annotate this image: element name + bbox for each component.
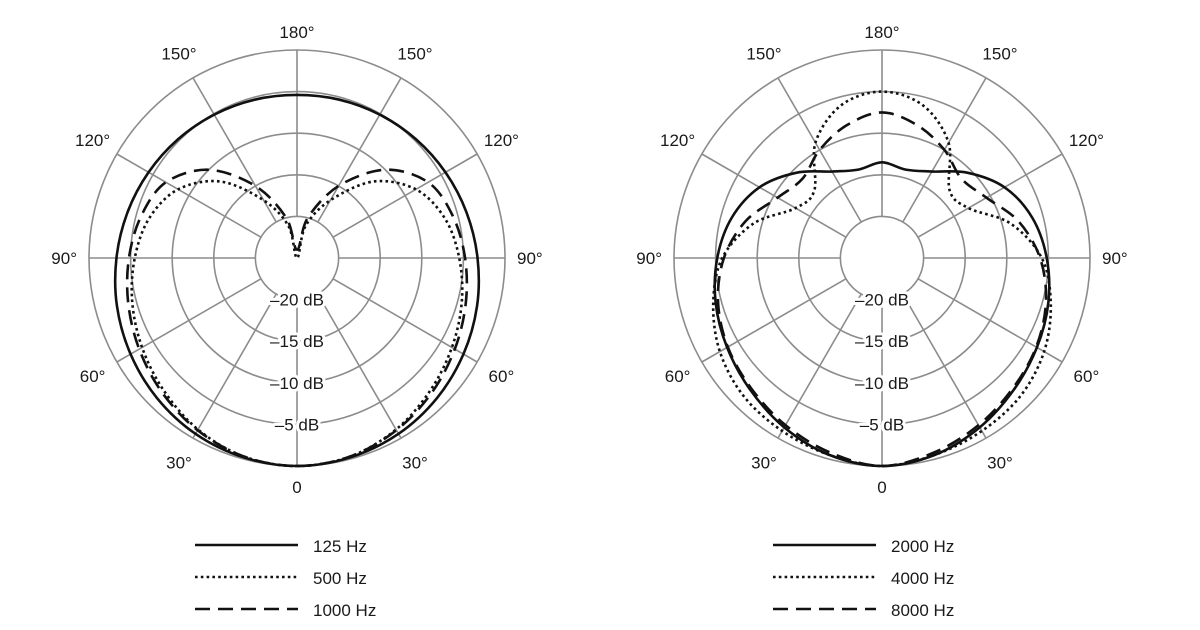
grid-spoke — [777, 77, 862, 223]
angle-tick-label: 0 — [877, 478, 886, 497]
angle-tick-label: 150° — [161, 45, 196, 64]
grid-ring — [254, 215, 340, 301]
legend-label: 500 Hz — [313, 569, 367, 588]
angle-tick-label: 60° — [665, 367, 691, 386]
angle-tick-label: 60° — [80, 367, 106, 386]
grid-spoke — [917, 278, 1063, 363]
angle-tick-label: 150° — [982, 45, 1017, 64]
angle-tick-label: 120° — [484, 131, 519, 150]
legend-high-frequencies: 2000 Hz 4000 Hz 8000 Hz — [773, 537, 954, 620]
grid-spoke — [317, 77, 402, 223]
legend-label: 1000 Hz — [313, 601, 376, 620]
radial-tick-label: –10 dB — [270, 374, 324, 393]
series-line-500-hz — [130, 179, 464, 468]
angle-tick-label: 180° — [864, 23, 899, 42]
angle-tick-label: 120° — [660, 131, 695, 150]
angle-tick-label: 90° — [636, 249, 662, 268]
grid-spoke — [917, 153, 1063, 238]
series-line-125-hz — [113, 93, 481, 468]
radial-tick-label: –15 dB — [855, 332, 909, 351]
legend-label: 4000 Hz — [891, 569, 954, 588]
grid-spoke — [701, 278, 847, 363]
angle-tick-label: 180° — [279, 23, 314, 42]
radial-tick-label: –15 dB — [270, 332, 324, 351]
radial-tick-label: –5 dB — [275, 415, 319, 434]
grid-spoke — [317, 293, 402, 439]
grid-spoke — [701, 153, 847, 238]
angle-tick-label: 90° — [1102, 249, 1128, 268]
radial-tick-label: –20 dB — [270, 291, 324, 310]
grid-spoke — [902, 293, 987, 439]
angle-tick-label: 120° — [1069, 131, 1104, 150]
radial-tick-label: –20 dB — [855, 291, 909, 310]
legend-low-frequencies: 125 Hz 500 Hz 1000 Hz — [195, 537, 376, 620]
angle-tick-label: 90° — [51, 249, 77, 268]
grid-spoke — [332, 153, 478, 238]
angle-tick-label: 30° — [751, 453, 777, 472]
series-line-8000-hz — [716, 111, 1048, 468]
radial-tick-label: –5 dB — [860, 415, 904, 434]
grid-spoke — [116, 153, 262, 238]
angle-tick-label: 0 — [292, 478, 301, 497]
polar-chart-high-frequencies: –20 dB –15 dB –10 dB –5 dB 0 30° 60° 90° 120° 150… — [636, 23, 1127, 497]
series-line-1000-hz — [125, 168, 469, 468]
grid-spoke — [332, 278, 478, 363]
angle-tick-label: 30° — [987, 453, 1013, 472]
angle-tick-label: 60° — [489, 367, 515, 386]
grid-spoke — [777, 293, 862, 439]
grid-spoke — [116, 278, 262, 363]
angle-tick-label: 120° — [75, 131, 110, 150]
grid-spoke — [192, 77, 277, 223]
grid-ring — [839, 215, 925, 301]
angle-tick-label: 60° — [1074, 367, 1100, 386]
legend-label: 125 Hz — [313, 537, 367, 556]
legend-label: 2000 Hz — [891, 537, 954, 556]
angle-tick-label: 30° — [402, 453, 428, 472]
grid-spoke — [192, 293, 277, 439]
angle-tick-label: 90° — [517, 249, 543, 268]
angle-tick-label: 150° — [746, 45, 781, 64]
series-line-4000-hz — [711, 90, 1053, 468]
polar-chart-low-frequencies: –20 dB –15 dB –10 dB –5 dB 0 30° 60° 90° 120° 150… — [51, 23, 542, 497]
angle-tick-label: 150° — [397, 45, 432, 64]
angle-tick-label: 30° — [166, 453, 192, 472]
radial-tick-label: –10 dB — [855, 374, 909, 393]
legend-label: 8000 Hz — [891, 601, 954, 620]
